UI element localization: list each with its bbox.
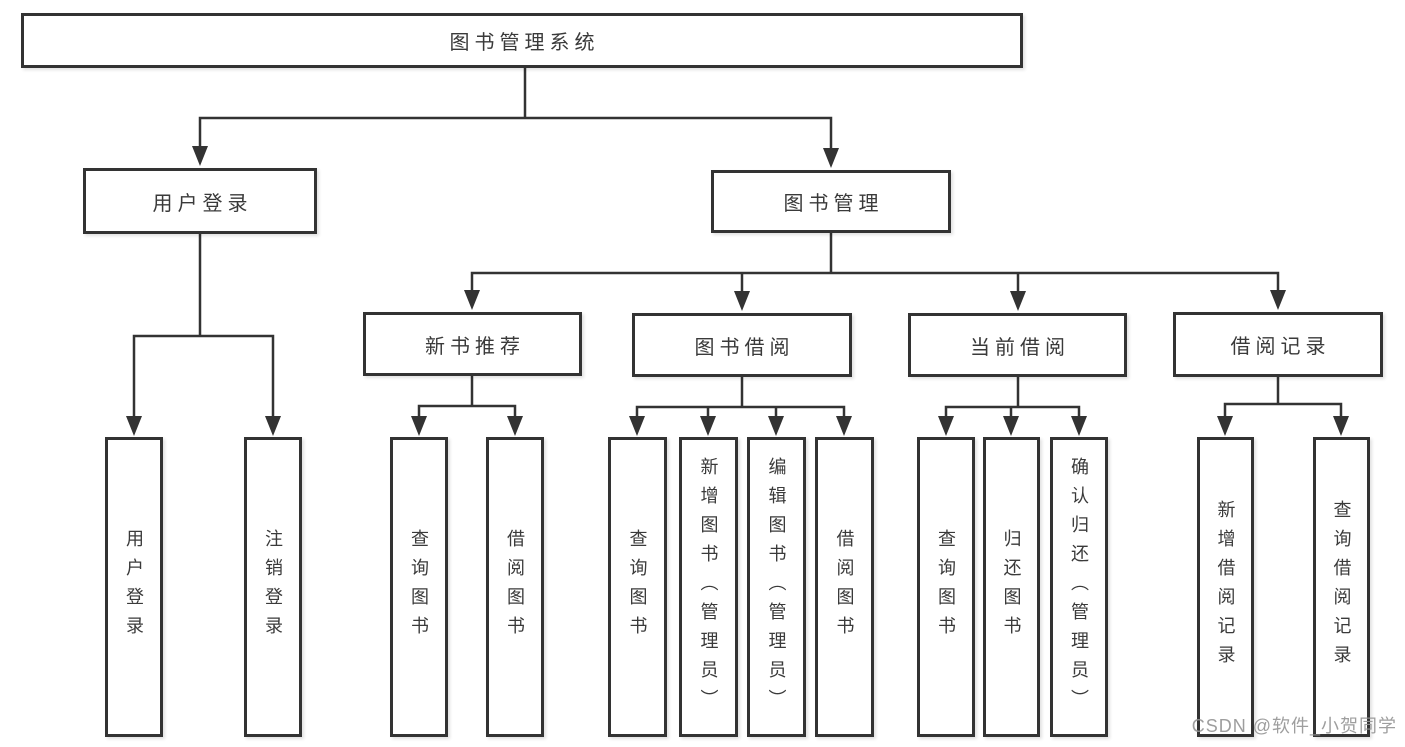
leaf-user-login-label: 用户登录: [124, 529, 144, 645]
node-new-book-recommend-label: 新书推荐: [425, 335, 525, 358]
leaf-add-books-admin: 新增图书（管理员）: [679, 437, 738, 737]
connector-lines: [132, 66, 1343, 422]
node-library-system: 图书管理系统: [21, 13, 1023, 68]
leaf-recommend-borrow-books: 借阅图书: [486, 437, 544, 737]
arrowhead: [464, 290, 480, 310]
leaf-current-query-books-label: 查询图书: [936, 529, 956, 645]
arrowhead: [938, 416, 954, 436]
node-borrowing-records: 借阅记录: [1173, 312, 1383, 377]
node-book-management-label: 图书管理: [783, 193, 884, 215]
leaf-borrowing-borrow-books: 借阅图书: [815, 437, 874, 737]
leaf-add-borrow-record-label: 新增借阅记录: [1215, 500, 1236, 674]
node-user-login: 用户登录: [83, 168, 317, 234]
node-current-borrowing: 当前借阅: [908, 313, 1127, 377]
arrowhead: [1003, 416, 1019, 436]
leaf-add-borrow-record: 新增借阅记录: [1197, 437, 1254, 737]
leaf-borrowing-query-books-label: 查询图书: [627, 529, 648, 645]
leaf-edit-books-admin: 编辑图书（管理员）: [747, 437, 806, 737]
node-book-borrowing: 图书借阅: [632, 313, 852, 377]
csdn-watermark: CSDN @软件_小贺同学: [1191, 716, 1397, 736]
arrowhead: [768, 416, 784, 436]
leaf-edit-books-admin-label: 编辑图书（管理员）: [766, 456, 787, 718]
leaf-return-books: 归还图书: [983, 437, 1040, 737]
leaf-recommend-borrow-books-label: 借阅图书: [505, 529, 525, 645]
arrowhead: [734, 291, 750, 311]
leaf-borrowing-query-books: 查询图书: [608, 437, 667, 737]
leaf-query-borrow-record-label: 查询借阅记录: [1331, 500, 1352, 674]
leaf-add-books-admin-label: 新增图书（管理员）: [698, 456, 719, 718]
arrowheads: [126, 146, 1349, 436]
leaf-recommend-query-books-label: 查询图书: [409, 529, 429, 645]
leaf-user-login: 用户登录: [105, 437, 163, 737]
arrowhead: [836, 416, 852, 436]
leaf-return-books-label: 归还图书: [1001, 529, 1022, 645]
node-book-management: 图书管理: [711, 170, 951, 233]
leaf-logout: 注销登录: [244, 437, 302, 737]
leaf-logout-label: 注销登录: [263, 529, 283, 645]
arrowhead: [507, 416, 523, 436]
arrowhead: [126, 416, 142, 436]
arrowhead: [823, 148, 839, 168]
node-book-borrowing-label: 图书借阅: [694, 336, 795, 359]
leaf-confirm-return-admin: 确认归还（管理员）: [1050, 437, 1108, 737]
arrowhead: [265, 416, 281, 436]
arrowhead: [1010, 291, 1026, 311]
arrowhead: [1071, 416, 1087, 436]
node-user-login-label: 用户登录: [152, 192, 253, 215]
arrowhead: [1333, 416, 1349, 436]
arrowhead: [629, 416, 645, 436]
arrowhead: [192, 146, 208, 166]
leaf-confirm-return-admin-label: 确认归还（管理员）: [1069, 456, 1089, 718]
leaf-recommend-query-books: 查询图书: [390, 437, 448, 737]
leaf-borrowing-borrow-books-label: 借阅图书: [834, 529, 855, 645]
arrowhead: [411, 416, 427, 436]
node-current-borrowing-label: 当前借阅: [970, 336, 1070, 359]
leaf-query-borrow-record: 查询借阅记录: [1313, 437, 1370, 737]
node-library-system-label: 图书管理系统: [449, 32, 600, 54]
node-new-book-recommend: 新书推荐: [363, 312, 582, 376]
arrowhead: [1270, 290, 1286, 310]
node-borrowing-records-label: 借阅记录: [1230, 336, 1331, 358]
arrowhead: [1217, 416, 1233, 436]
arrowhead: [700, 416, 716, 436]
leaf-current-query-books: 查询图书: [917, 437, 975, 737]
